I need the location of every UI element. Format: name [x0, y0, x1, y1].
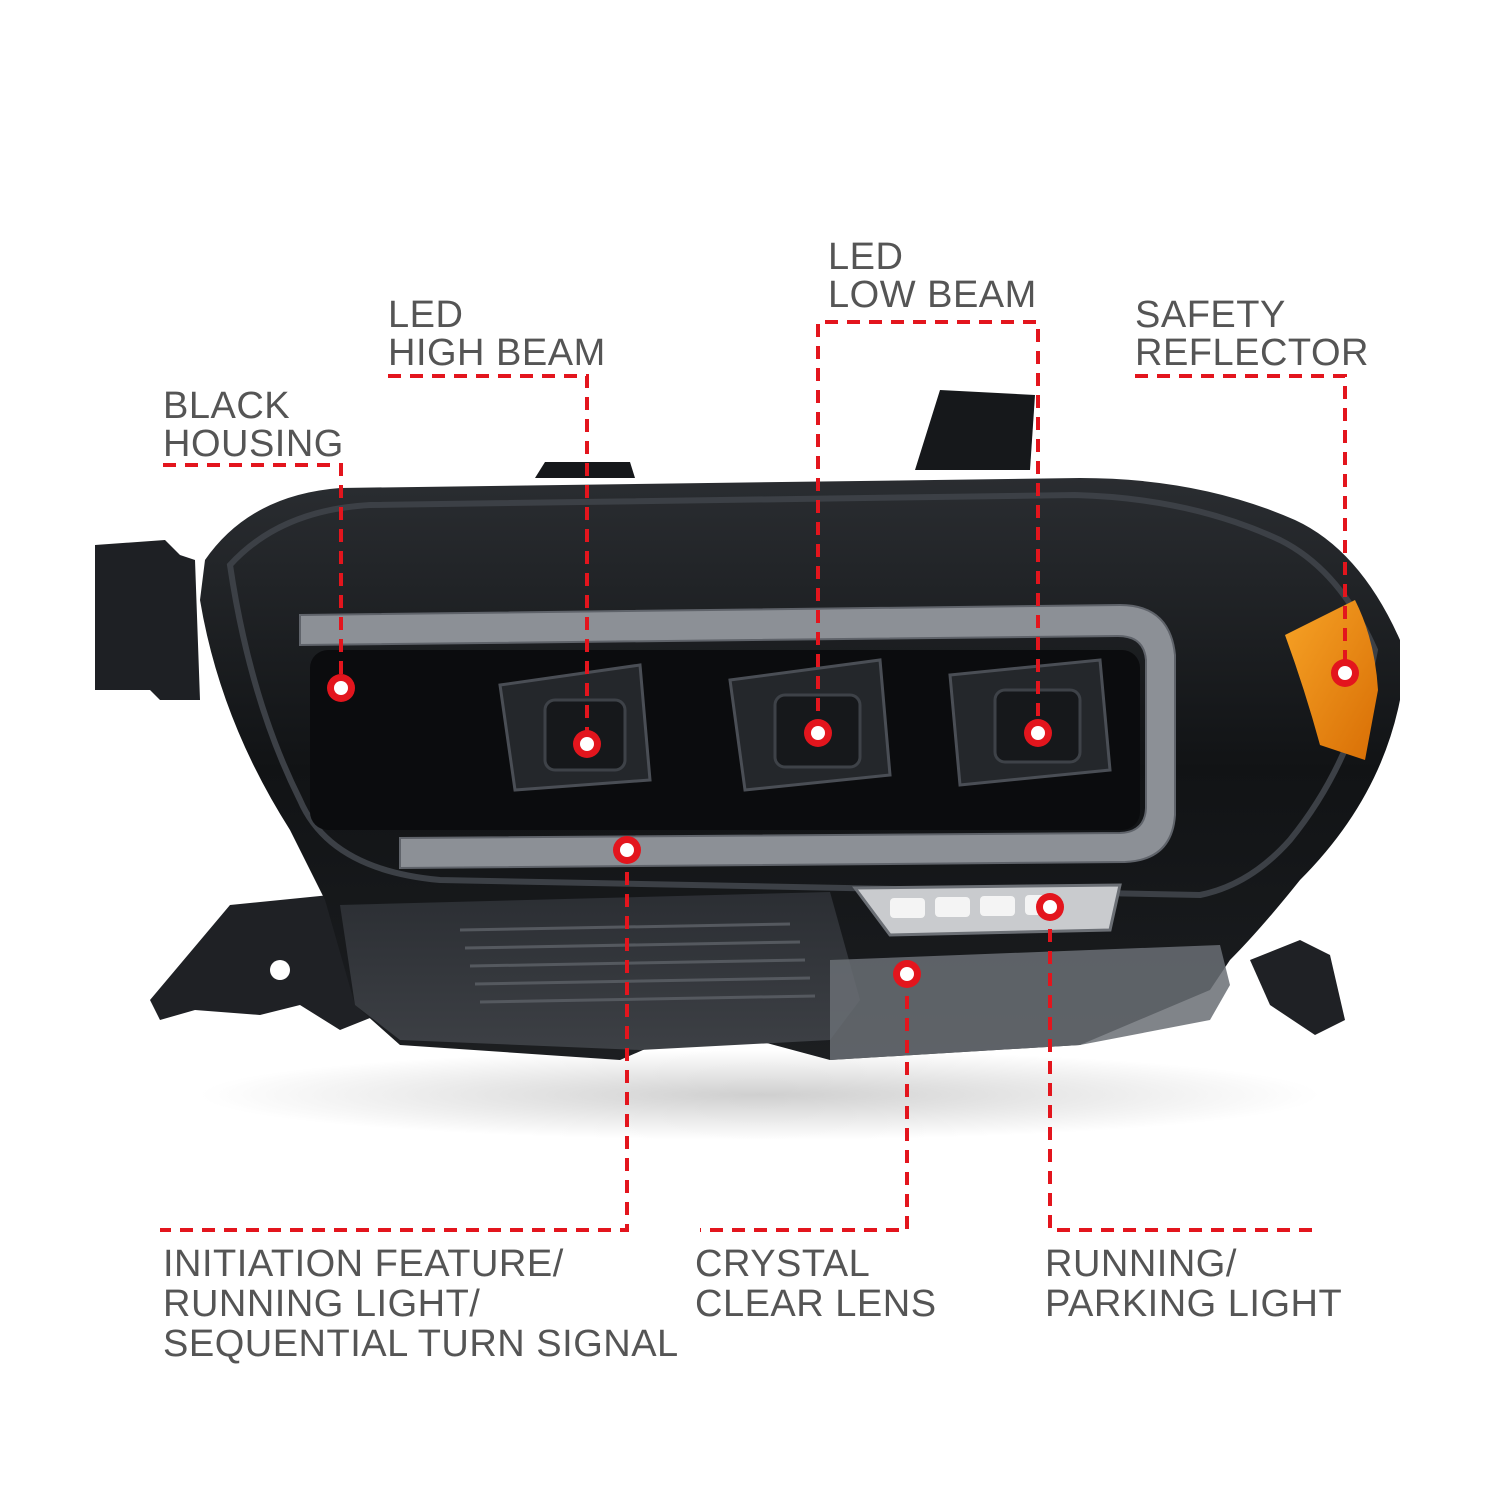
- amber-side-marker: [1285, 600, 1378, 760]
- callout-dot-initiation: [613, 836, 641, 864]
- right-mount-bracket: [1250, 940, 1345, 1035]
- label-led-high-beam: LED HIGH BEAM: [388, 294, 606, 374]
- light-bar: [299, 603, 1176, 870]
- label-led-low-beam: LED LOW BEAM: [828, 236, 1037, 316]
- label-initiation-feature: INITIATION FEATURE/ RUNNING LIGHT/ SEQUE…: [163, 1243, 679, 1365]
- leader-led-high-beam: [388, 374, 589, 744]
- callout-dot-led-low-beam: [804, 719, 832, 747]
- callout-dot-black-housing: [327, 674, 355, 702]
- projector-high-beam: [498, 663, 652, 792]
- clear-lower-lens: [830, 945, 1230, 1060]
- callout-dots: [327, 659, 1359, 988]
- label-black-housing: BLACK HOUSING: [163, 385, 344, 465]
- top-mount-tab: [915, 390, 1035, 470]
- callout-dot-parking-light: [1036, 893, 1064, 921]
- leader-initiation: [160, 850, 629, 1232]
- lower-left-bracket: [150, 895, 390, 1030]
- callout-dot-crystal-lens: [893, 960, 921, 988]
- ground-shadow: [200, 1050, 1320, 1140]
- headlight-assembly: [95, 390, 1400, 1060]
- label-running-parking-light: RUNNING/ PARKING LIGHT: [1045, 1243, 1343, 1325]
- callout-dot-led-high-beam: [573, 730, 601, 758]
- bracket-hole: [270, 960, 290, 980]
- label-crystal-clear-lens: CRYSTAL CLEAR LENS: [695, 1243, 937, 1325]
- leader-black-housing: [163, 463, 343, 688]
- leader-safety-reflector: [1135, 374, 1347, 673]
- lower-housing: [340, 892, 860, 1050]
- callout-dot-safety-reflector: [1331, 659, 1359, 687]
- callout-dot-led-low-beam-2: [1024, 719, 1052, 747]
- label-safety-reflector: SAFETY REFLECTOR: [1135, 294, 1369, 374]
- leader-led-low-beam: [816, 320, 1040, 733]
- leader-lines: [160, 320, 1347, 1232]
- left-mount-bracket: [95, 540, 200, 700]
